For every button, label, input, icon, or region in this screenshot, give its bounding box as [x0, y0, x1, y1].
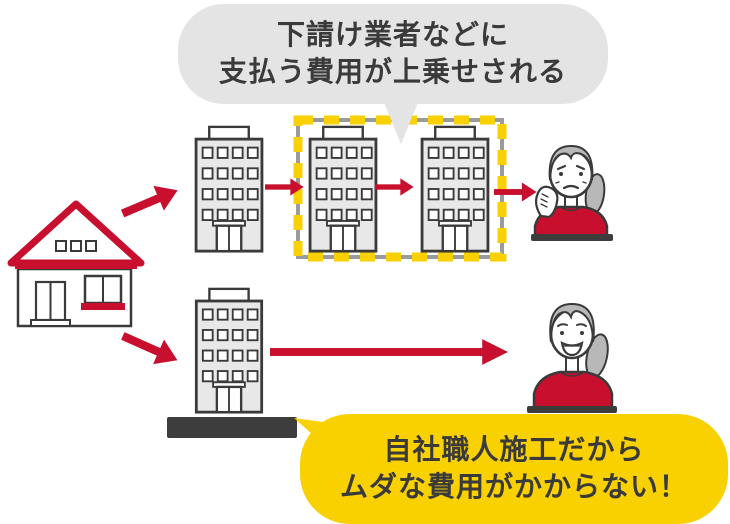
arrow-sub1-to-sub2-icon	[375, 177, 415, 197]
worried-woman-shadow	[531, 234, 613, 241]
arrow-house-to-company-icon	[116, 322, 185, 376]
happy-woman-shadow	[527, 406, 617, 413]
subcontractor-cost-line2: 支払う費用が上乗せされる	[218, 56, 567, 87]
customer-house-icon	[7, 200, 145, 328]
subcontractor-building-icon-1	[307, 125, 379, 253]
arrow-company-to-customer-icon	[270, 337, 508, 367]
arrow-contractor-to-sub1-icon	[265, 177, 305, 197]
arrow-house-to-contractor-icon	[116, 175, 185, 228]
subcontractor-cost-bubble: 下請け業者などに 支払う費用が上乗せされる	[178, 4, 608, 144]
bubble-tail-down	[383, 100, 419, 144]
contractor-building-icon	[193, 125, 265, 253]
no-wasted-cost-bubble: 自社職人施工だから ムダな費用がかからない！	[300, 414, 728, 524]
subcontractor-cost-line1: 下請け業者などに	[276, 19, 509, 51]
company-building-shadow	[167, 417, 297, 438]
no-wasted-cost-line1: 自社職人施工だから	[383, 434, 645, 466]
no-wasted-cost-line2: ムダな費用がかからない！	[339, 471, 688, 502]
happy-elderly-woman-icon	[532, 302, 614, 412]
direct-company-building-icon	[193, 287, 265, 414]
worried-elderly-woman-icon	[533, 144, 609, 240]
subcontractor-building-icon-2	[419, 125, 491, 253]
